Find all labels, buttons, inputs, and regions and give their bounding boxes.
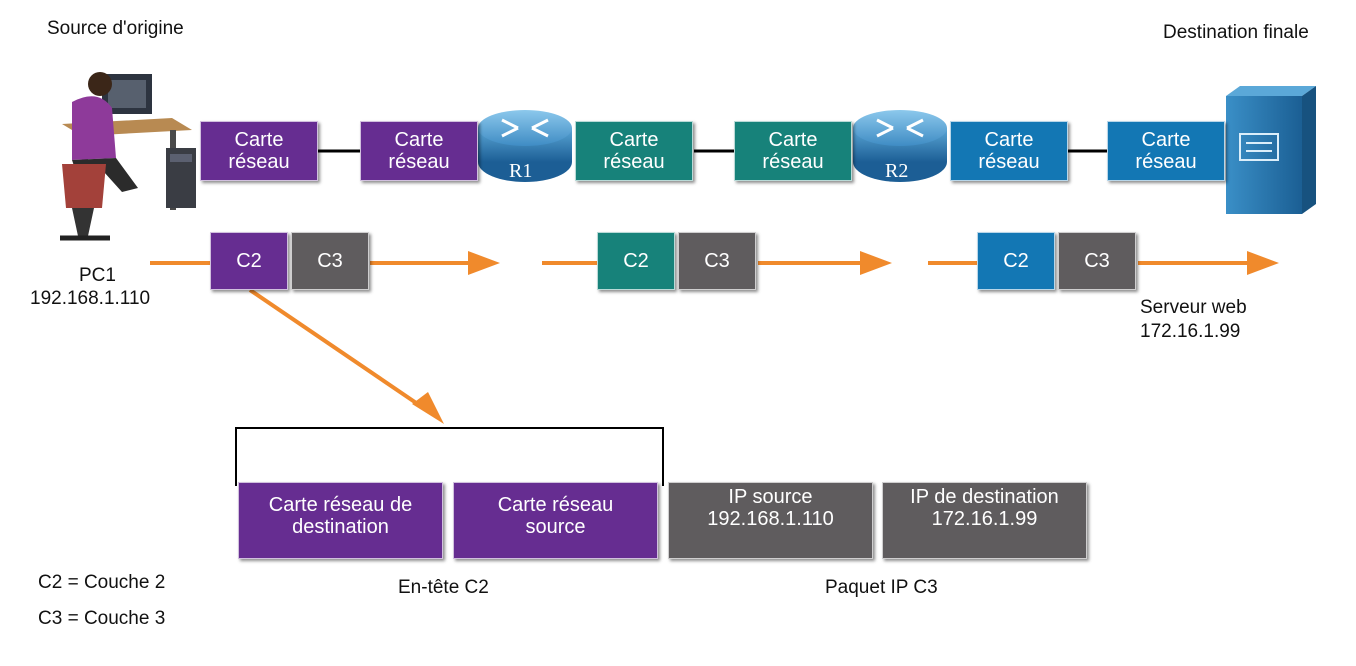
packet-c3: C3: [1058, 232, 1136, 290]
server-ip: 172.16.1.99: [1140, 321, 1241, 342]
nic-r1-right: Carte réseau: [575, 121, 693, 181]
legend-c2: C2 = Couche 2: [38, 572, 166, 593]
router-icon: [853, 110, 947, 182]
packet-c2: C2: [977, 232, 1055, 290]
frame-src-nic: Carte réseau source: [453, 482, 658, 559]
server-icon: [1226, 86, 1316, 214]
server-name: Serveur web: [1140, 297, 1247, 318]
router-name: R2: [885, 160, 909, 182]
l2-header-label: En-tête C2: [398, 577, 489, 598]
pc-user-icon: [60, 72, 196, 241]
pc-name: PC1: [79, 265, 116, 286]
source-label: Source d'origine: [47, 18, 184, 39]
router-name: R1: [509, 160, 533, 182]
pc-ip: 192.168.1.110: [30, 288, 151, 309]
packet-c2: C2: [210, 232, 288, 290]
frame-dest-nic: Carte réseau de destination: [238, 482, 443, 559]
packet-c3: C3: [678, 232, 756, 290]
router-icon: [478, 110, 572, 182]
l3-packet-label: Paquet IP C3: [825, 577, 938, 598]
frame-ip-destination: IP de destination 172.16.1.99: [882, 482, 1087, 559]
packet-c2: C2: [597, 232, 675, 290]
l2-header-bracket: [235, 427, 664, 486]
nic-r1-left: Carte réseau: [360, 121, 478, 181]
nic-server: Carte réseau: [1107, 121, 1225, 181]
nic-pc1: Carte réseau: [200, 121, 318, 181]
legend-c3: C3 = Couche 3: [38, 608, 166, 629]
flow-arrows: [150, 251, 1279, 424]
nic-r2-right: Carte réseau: [950, 121, 1068, 181]
destination-label: Destination finale: [1163, 22, 1309, 43]
nic-r2-left: Carte réseau: [734, 121, 852, 181]
frame-ip-source: IP source 192.168.1.110: [668, 482, 873, 559]
packet-c3: C3: [291, 232, 369, 290]
